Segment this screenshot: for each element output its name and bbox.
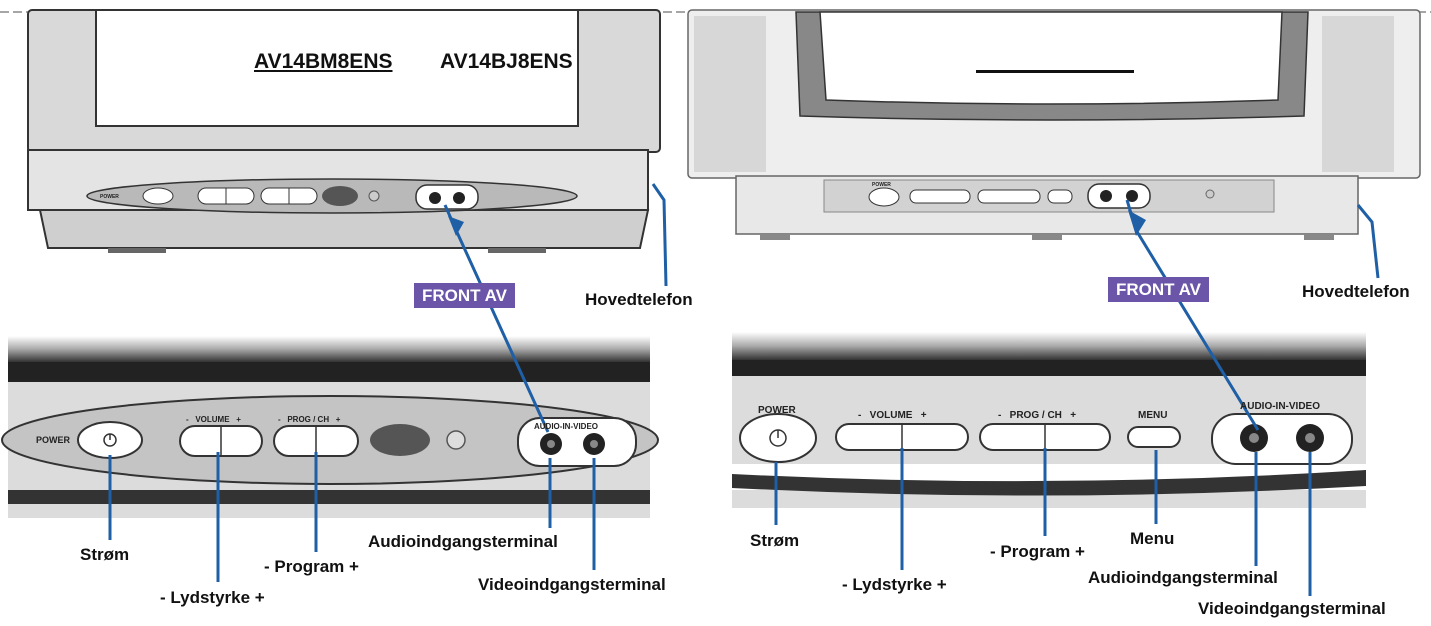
right-callout-audio: Audioindgangsterminal bbox=[1088, 568, 1278, 587]
left-tv: POWER bbox=[27, 9, 661, 253]
svg-text:POWER: POWER bbox=[100, 194, 119, 200]
right-front-av-tag: FRONT AV bbox=[1108, 277, 1209, 302]
left-callout-program: - Program + bbox=[264, 557, 359, 576]
right-panel-av-label: AUDIO-IN-VIDEO bbox=[1240, 401, 1320, 412]
right-headphone-label: Hovedtelefon bbox=[1302, 282, 1410, 301]
left-front-av-tag: FRONT AV bbox=[414, 283, 515, 308]
left-panel-av-label: AUDIO-IN-VIDEO bbox=[534, 422, 598, 431]
left-ir-sensor bbox=[370, 424, 430, 456]
right-panel-menu-label: MENU bbox=[1138, 410, 1168, 421]
left-tv-base bbox=[38, 209, 650, 249]
left-tv-screen bbox=[95, 9, 579, 127]
left-callout-audio: Audioindgangsterminal bbox=[368, 532, 558, 551]
model-av14bj8ens: AV14BJ8ENS bbox=[440, 50, 573, 73]
left-panel-closeup bbox=[1, 336, 659, 518]
left-callout-volume: - Lydstyrke + bbox=[160, 588, 265, 607]
right-panel-power-label: POWER bbox=[758, 405, 796, 416]
model-av14bm8ens: AV14BM8ENS bbox=[254, 50, 393, 73]
left-panel-prog-label: - PROG / CH + bbox=[278, 415, 341, 424]
right-callout-program: - Program + bbox=[990, 542, 1085, 561]
right-av-jacks bbox=[1211, 413, 1353, 465]
left-panel-volume-label: - VOLUME + bbox=[186, 415, 241, 424]
right-panel-prog-label: - PROG / CH + bbox=[998, 410, 1077, 421]
right-callout-video: Videoindgangsterminal bbox=[1198, 599, 1386, 618]
right-panel-volume-label: - VOLUME + bbox=[858, 410, 927, 421]
left-callout-video: Videoindgangsterminal bbox=[478, 575, 666, 594]
left-callout-power: Strøm bbox=[80, 545, 130, 564]
right-tv: POWER bbox=[687, 9, 1421, 240]
left-panel-power-label: POWER bbox=[36, 435, 71, 445]
model-blank-line bbox=[976, 70, 1134, 73]
right-callout-volume: - Lydstyrke + bbox=[842, 575, 947, 594]
right-menu-button bbox=[1127, 426, 1181, 448]
leader-lines bbox=[108, 183, 1380, 596]
right-callout-power: Strøm bbox=[750, 531, 800, 550]
right-panel-closeup bbox=[732, 332, 1366, 508]
right-tv-screen bbox=[819, 11, 1283, 105]
svg-text:POWER: POWER bbox=[872, 182, 891, 188]
right-callout-menu: Menu bbox=[1130, 529, 1175, 548]
left-headphone-label: Hovedtelefon bbox=[585, 290, 693, 309]
